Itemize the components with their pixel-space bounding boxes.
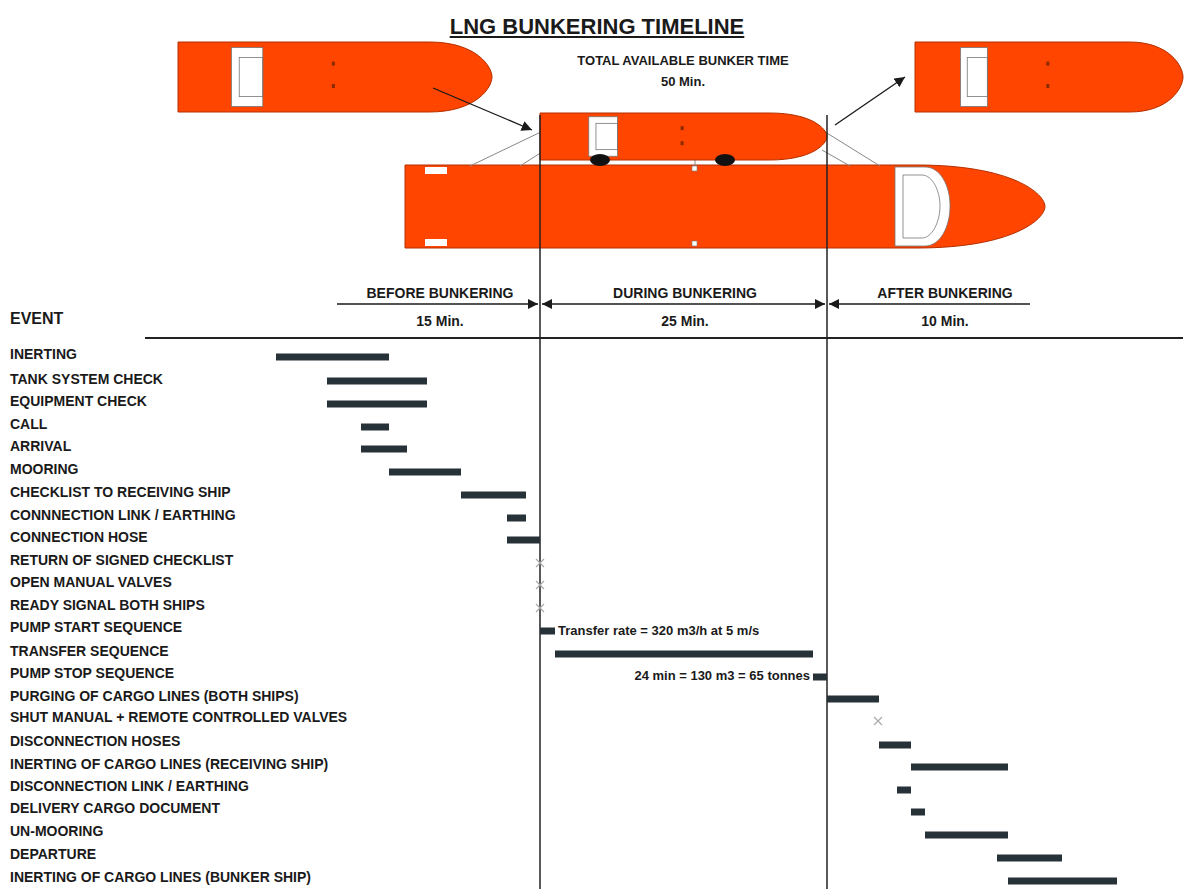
bunker-ship	[178, 42, 492, 112]
gantt-bar	[813, 674, 827, 681]
phase-title: AFTER BUNKERING	[877, 285, 1012, 301]
gantt-bar	[997, 855, 1062, 862]
gantt-bar	[897, 787, 911, 794]
gantt-bar	[361, 446, 407, 453]
mooring-line	[822, 150, 850, 166]
gantt-bar	[507, 515, 526, 522]
phase-duration: 25 Min.	[661, 313, 708, 329]
event-name: CHECKLIST TO RECEIVING SHIP	[10, 484, 231, 500]
event-name: EQUIPMENT CHECK	[10, 393, 147, 409]
event-name: RETURN OF SIGNED CHECKLIST	[10, 552, 233, 568]
milestone-cross	[536, 559, 544, 567]
chart-title: LNG BUNKERING TIMELINE	[450, 14, 745, 39]
milestone-cross	[536, 581, 544, 589]
event-name: DISCONNECTION LINK / EARTHING	[10, 778, 249, 794]
mooring-line	[822, 130, 880, 166]
event-name: MOORING	[10, 461, 78, 477]
gantt-bar	[507, 537, 540, 544]
event-name: DISCONNECTION HOSES	[10, 733, 180, 749]
motion-arrow	[433, 88, 532, 130]
gantt-bar	[389, 469, 461, 476]
gantt-bar	[327, 378, 427, 385]
phase-line	[539, 115, 541, 889]
event-name: PUMP START SEQUENCE	[10, 619, 182, 635]
span-arrow	[829, 303, 1030, 304]
gantt-bar	[461, 492, 526, 499]
header-rule	[145, 337, 1183, 339]
column-header: EVENT	[10, 310, 63, 328]
event-name: TANK SYSTEM CHECK	[10, 371, 163, 387]
phase-title: DURING BUNKERING	[613, 285, 757, 301]
gantt-bar	[925, 832, 1008, 839]
gantt-bar	[911, 809, 925, 816]
bunker-ship	[915, 42, 1183, 112]
milestone-cross	[874, 717, 882, 725]
transfer-note: 24 min = 130 m3 = 65 tonnes	[634, 669, 810, 684]
gantt-bar	[827, 696, 879, 703]
event-name: CONNECTION HOSE	[10, 529, 148, 545]
gantt-bar	[276, 354, 389, 361]
event-name: INERTING OF CARGO LINES (RECEIVING SHIP)	[10, 756, 328, 772]
gantt-bar	[540, 628, 555, 635]
span-title: TOTAL AVAILABLE BUNKER TIME	[577, 54, 788, 69]
receiving-ship	[405, 165, 1045, 248]
fender	[715, 154, 735, 166]
gantt-bar	[555, 651, 813, 658]
milestone-cross	[536, 604, 544, 612]
span-arrow	[542, 303, 825, 304]
event-name: CONNNECTION LINK / EARTHING	[10, 507, 236, 523]
motion-arrow	[835, 77, 905, 125]
phase-duration: 10 Min.	[921, 313, 968, 329]
event-name: CALL	[10, 416, 47, 432]
event-name: READY SIGNAL BOTH SHIPS	[10, 597, 205, 613]
event-name: PUMP STOP SEQUENCE	[10, 665, 174, 681]
transfer-note: Transfer rate = 320 m3/h at 5 m/s	[558, 624, 759, 639]
span-arrow	[337, 303, 538, 304]
event-name: SHUT MANUAL + REMOTE CONTROLLED VALVES	[10, 709, 347, 725]
mooring-line	[470, 130, 545, 166]
event-name: TRANSFER SEQUENCE	[10, 643, 169, 659]
fender	[590, 154, 610, 166]
gantt-bar	[911, 764, 1008, 771]
event-name: ARRIVAL	[10, 438, 71, 454]
gantt-bar	[327, 401, 427, 408]
phase-title: BEFORE BUNKERING	[366, 285, 513, 301]
phase-duration: 15 Min.	[416, 313, 463, 329]
event-name: INERTING	[10, 346, 77, 362]
event-name: DELIVERY CARGO DOCUMENT	[10, 800, 220, 816]
bunker-ship	[540, 113, 827, 160]
event-name: DEPARTURE	[10, 846, 96, 862]
gantt-bar	[879, 742, 911, 749]
event-name: PURGING OF CARGO LINES (BOTH SHIPS)	[10, 688, 299, 704]
event-name: INERTING OF CARGO LINES (BUNKER SHIP)	[10, 869, 311, 885]
event-name: UN-MOORING	[10, 823, 103, 839]
phase-line	[826, 115, 828, 889]
gantt-bar	[361, 424, 389, 431]
span-value: 50 Min.	[661, 75, 705, 90]
event-name: OPEN MANUAL VALVES	[10, 574, 172, 590]
gantt-bar	[1008, 878, 1117, 885]
